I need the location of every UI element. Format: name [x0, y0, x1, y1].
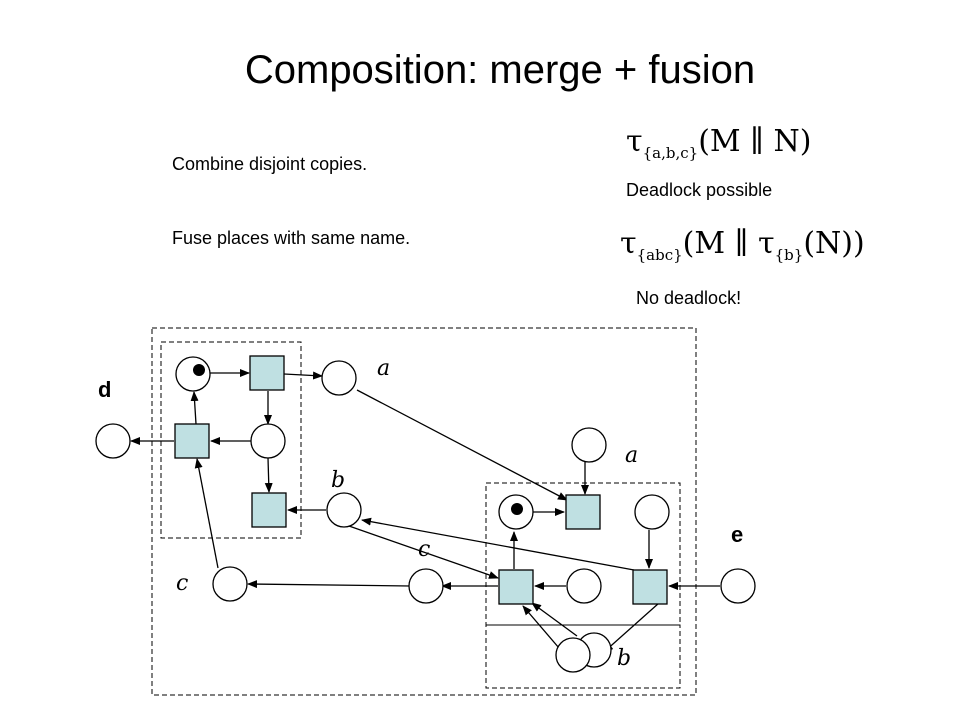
transition: [565, 494, 601, 530]
formula-tau: τ: [620, 226, 637, 261]
composition-boundary: [151, 327, 697, 696]
place-marked-m: [175, 356, 211, 392]
bullet-fuse: Fuse places with same name.: [172, 228, 411, 248]
formula-body-tail: (N)): [803, 226, 865, 261]
label-a-n: a: [625, 443, 638, 468]
transition: [498, 569, 534, 605]
place: [250, 423, 286, 459]
arc: [247, 580, 411, 589]
place-e: [720, 568, 756, 604]
arc: [190, 391, 199, 425]
place: [634, 494, 670, 530]
label-c: c: [176, 571, 188, 596]
transition: [249, 355, 285, 391]
arc: [522, 605, 560, 649]
place-a-n: [571, 427, 607, 463]
arc: [194, 458, 219, 569]
place-d: [95, 423, 131, 459]
note-deadlock-possible: Deadlock possible: [626, 180, 773, 200]
token: [511, 503, 523, 515]
formula-body: (M ∥ N): [698, 124, 812, 159]
transition: [251, 492, 287, 528]
label-b-n: b: [617, 646, 631, 671]
place-a: [321, 360, 357, 396]
transition: [632, 569, 668, 605]
arc: [356, 389, 568, 501]
place-c: [212, 566, 248, 602]
label-c-n: c: [418, 537, 430, 562]
arc: [348, 525, 499, 579]
formula-no-deadlock: τ{abc}(M ∥ τ{b}(N)): [620, 226, 865, 264]
place-b: [326, 492, 362, 528]
arc: [531, 602, 578, 637]
label-a: a: [377, 356, 390, 381]
arc: [361, 517, 635, 571]
transition: [174, 423, 210, 459]
arc: [603, 602, 660, 653]
place-c-n: [408, 568, 444, 604]
arc: [283, 371, 323, 380]
arc: [264, 457, 273, 493]
token: [193, 364, 205, 376]
formula-subscript: {abc}: [636, 246, 683, 264]
formula-subscript: {a,b,c}: [642, 144, 699, 162]
bullet-combine: Combine disjoint copies.: [172, 154, 368, 174]
component-n-lower-boundary: [485, 624, 681, 689]
slide-title: Composition: merge + fusion: [244, 48, 756, 92]
label-b: b: [331, 468, 345, 493]
formula-tau: τ: [626, 124, 643, 159]
formula-body: (M ∥: [682, 226, 759, 261]
label-e: e: [731, 522, 743, 547]
formula-deadlock: τ{a,b,c}(M ∥ N): [626, 124, 812, 162]
formula-tau-inner: τ: [758, 226, 775, 261]
formula-subscript-inner: {b}: [774, 246, 804, 264]
note-no-deadlock: No deadlock!: [636, 288, 742, 308]
place-b-copy: [555, 637, 591, 673]
place: [566, 568, 602, 604]
label-d: d: [98, 377, 111, 402]
